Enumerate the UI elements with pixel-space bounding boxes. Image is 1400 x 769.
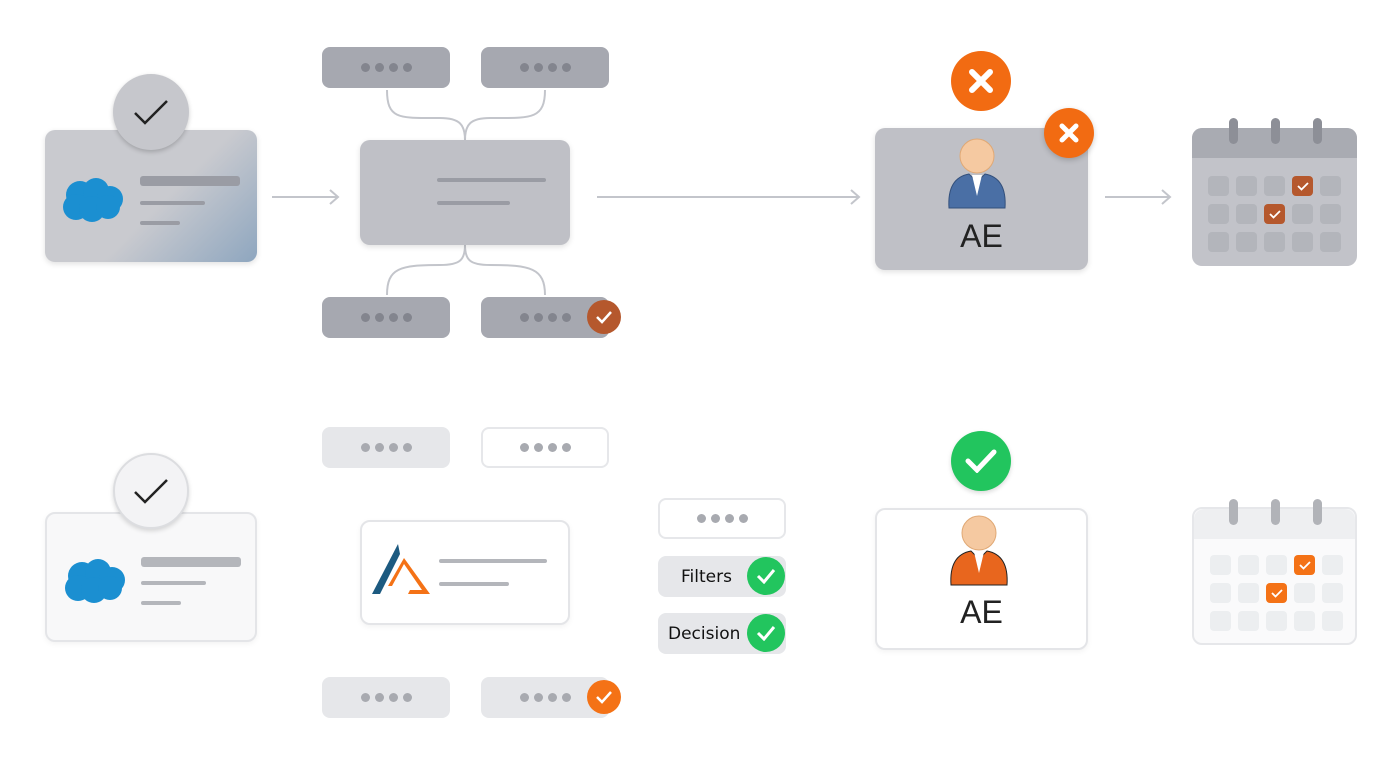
- calendar-day: [1238, 611, 1259, 631]
- calendar-day: [1320, 204, 1341, 224]
- calendar-day: [1264, 232, 1285, 252]
- check-badge-top: [113, 74, 189, 150]
- check-icon: [134, 100, 168, 125]
- calendar-day: [1238, 583, 1259, 603]
- calendar-day: [1236, 204, 1257, 224]
- calendar-day-checked: [1294, 555, 1315, 575]
- person-icon: [950, 515, 1008, 586]
- calendar-day: [1294, 611, 1315, 631]
- calendar-day: [1208, 176, 1229, 196]
- calendar-day: [1320, 232, 1341, 252]
- ae-label: AE: [960, 218, 1003, 254]
- text-placeholder: [140, 221, 180, 225]
- salesforce-card-bottom: [45, 512, 257, 642]
- text-placeholder: [140, 176, 240, 186]
- calendar-day-checked: [1264, 204, 1285, 224]
- calendar-day: [1266, 555, 1287, 575]
- option-pill: [658, 498, 786, 539]
- check-icon: [1270, 588, 1283, 598]
- calendar-day: [1238, 555, 1259, 575]
- option-pill: [322, 427, 450, 468]
- calendar-day-checked: [1266, 583, 1287, 603]
- orange-check-icon: [587, 680, 621, 714]
- text-placeholder: [140, 201, 205, 205]
- salesforce-cloud-icon: [65, 559, 125, 603]
- arrow-router-to-ae: [597, 189, 861, 205]
- check-icon: [1268, 209, 1281, 219]
- salesforce-card-top: [45, 130, 257, 262]
- calendar-day: [1266, 611, 1287, 631]
- branch-bottom: [386, 244, 546, 296]
- router-box-top: [360, 140, 570, 245]
- calendar-day: [1210, 583, 1231, 603]
- calendar-day: [1236, 176, 1257, 196]
- salesforce-cloud-icon: [63, 178, 123, 222]
- app-logo: [372, 544, 430, 594]
- calendar-day: [1210, 555, 1231, 575]
- ae-card-bottom: AE: [875, 508, 1088, 650]
- option-pill: [322, 47, 450, 88]
- calendar-day: [1236, 232, 1257, 252]
- arrow-ae-to-calendar: [1105, 189, 1172, 205]
- arrow-sf-to-router: [272, 189, 340, 205]
- branch-top: [386, 89, 546, 141]
- check-badge-bottom: [113, 453, 189, 529]
- decision-label: Decision: [668, 623, 741, 644]
- calendar-day: [1292, 232, 1313, 252]
- ae-label: AE: [960, 594, 1003, 630]
- calendar-day: [1294, 583, 1315, 603]
- green-check-icon: [747, 557, 785, 595]
- check-icon: [1296, 181, 1309, 191]
- check-icon: [134, 479, 168, 504]
- calendar-icon-bottom: [1192, 499, 1357, 645]
- calendar-day: [1322, 555, 1343, 575]
- person-icon: [948, 138, 1006, 209]
- router-box-bottom: [360, 520, 570, 625]
- option-pill: [481, 47, 609, 88]
- calendar-day: [1292, 204, 1313, 224]
- calendar-day: [1264, 176, 1285, 196]
- option-pill: [481, 427, 609, 468]
- orange-check-icon: [587, 300, 621, 334]
- calendar-day: [1208, 204, 1229, 224]
- calendar-day: [1322, 583, 1343, 603]
- x-icon: [951, 51, 1011, 111]
- calendar-day-checked: [1292, 176, 1313, 196]
- calendar-day: [1320, 176, 1341, 196]
- calendar-icon-top: [1192, 118, 1357, 266]
- filters-label: Filters: [681, 566, 732, 587]
- green-check-icon: [747, 614, 785, 652]
- green-check-icon: [951, 431, 1011, 491]
- option-pill: [322, 677, 450, 718]
- calendar-day: [1208, 232, 1229, 252]
- option-pill: [322, 297, 450, 338]
- calendar-day: [1210, 611, 1231, 631]
- x-icon: [1044, 108, 1094, 158]
- calendar-day: [1322, 611, 1343, 631]
- check-icon: [1298, 560, 1311, 570]
